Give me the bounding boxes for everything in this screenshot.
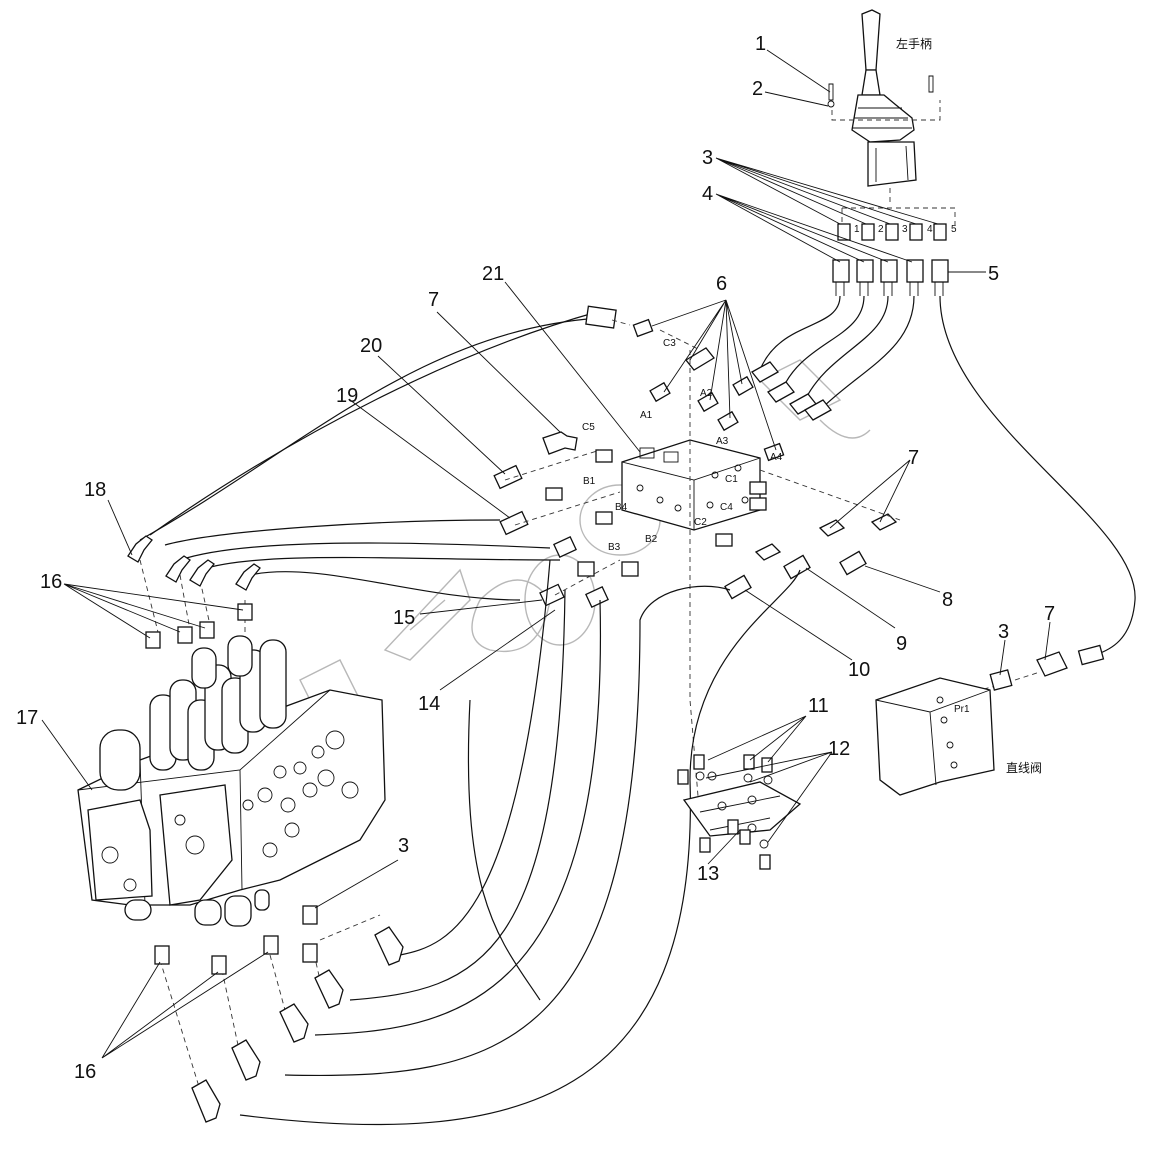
fittings-16-top <box>145 603 253 649</box>
straight-line-valve <box>875 644 1105 796</box>
lower-hoses <box>164 519 801 1126</box>
hose-elbows-upper <box>585 305 832 421</box>
manifold-block <box>621 439 761 531</box>
callout-15: 15 <box>393 607 415 629</box>
pilot-port-numbers: 1 2 3 4 5 <box>854 224 957 235</box>
port-c2: C2 <box>694 517 707 528</box>
callout-17: 17 <box>16 707 38 729</box>
callout-numbers: 1 2 3 4 5 6 7 8 9 10 11 12 13 14 15 16 1… <box>16 33 1055 1083</box>
screw-right <box>928 75 934 93</box>
screw-1 <box>827 83 835 108</box>
straight-fittings-8-9-10 <box>724 550 867 600</box>
port-c1: C1 <box>725 474 738 485</box>
port-b1: B1 <box>583 476 596 487</box>
callout-6: 6 <box>716 273 727 295</box>
fittings-16-bottom <box>154 905 318 975</box>
callout-13: 13 <box>697 863 719 885</box>
pilot-port-4: 4 <box>927 224 933 235</box>
pilot-fitting-row <box>837 223 947 241</box>
callout-19: 19 <box>336 385 358 407</box>
callout-7c: 7 <box>1044 603 1055 625</box>
port-b2: B2 <box>645 534 658 545</box>
port-a3: A3 <box>716 436 729 447</box>
port-c5: C5 <box>582 422 595 433</box>
port-c3: C3 <box>663 338 676 349</box>
mounting-bracket <box>677 754 802 870</box>
callout-5: 5 <box>988 263 999 285</box>
port-a4: A4 <box>770 452 783 463</box>
callout-7b: 7 <box>908 447 919 469</box>
callout-16-bottom: 16 <box>74 1061 96 1083</box>
port-a1: A1 <box>640 410 653 421</box>
left-handle-joystick <box>831 9 956 225</box>
port-labels: C3 A2 A1 A3 A4 C5 B1 B4 C1 C4 C2 B2 B3 P… <box>582 338 970 715</box>
callout-2: 2 <box>752 78 763 100</box>
callout-3c: 3 <box>998 621 1009 643</box>
callout-7a: 7 <box>428 289 439 311</box>
pilot-port-3: 3 <box>902 224 908 235</box>
port-b3: B3 <box>608 542 621 553</box>
callout-12: 12 <box>828 738 850 760</box>
hose-end-fitting-row <box>832 259 949 296</box>
lower-hose-ends <box>191 926 404 1123</box>
watermark <box>299 359 871 721</box>
port-c4: C4 <box>720 502 733 513</box>
port-a2: A2 <box>700 388 713 399</box>
callout-20: 20 <box>360 335 382 357</box>
elbow-fittings-7 <box>542 431 1068 677</box>
callout-21: 21 <box>482 263 504 285</box>
pilot-hoses <box>139 295 1136 656</box>
straight-valve-label: 直线阀 <box>1006 761 1042 775</box>
left-handle-label: 左手柄 <box>896 36 932 51</box>
callout-8: 8 <box>942 589 953 611</box>
callout-3a: 3 <box>702 147 713 169</box>
pilot-port-1: 1 <box>854 224 860 235</box>
callout-18: 18 <box>84 479 106 501</box>
port-pr1: Pr1 <box>954 704 970 715</box>
multi-way-valve <box>77 635 386 927</box>
pilot-port-5: 5 <box>951 224 957 235</box>
callout-16-top: 16 <box>40 571 62 593</box>
callout-4: 4 <box>702 183 713 205</box>
callout-11: 11 <box>808 695 829 717</box>
callout-9: 9 <box>896 633 907 655</box>
port-b4: B4 <box>615 502 628 513</box>
callout-14: 14 <box>418 693 440 715</box>
pilot-port-2: 2 <box>878 224 884 235</box>
callout-10: 10 <box>848 659 870 681</box>
upper-hose-ends-18 <box>127 535 261 591</box>
manifold-fittings <box>545 318 785 577</box>
leader-lines <box>41 49 1051 1059</box>
callout-3b: 3 <box>398 835 409 857</box>
callout-1: 1 <box>755 33 766 55</box>
